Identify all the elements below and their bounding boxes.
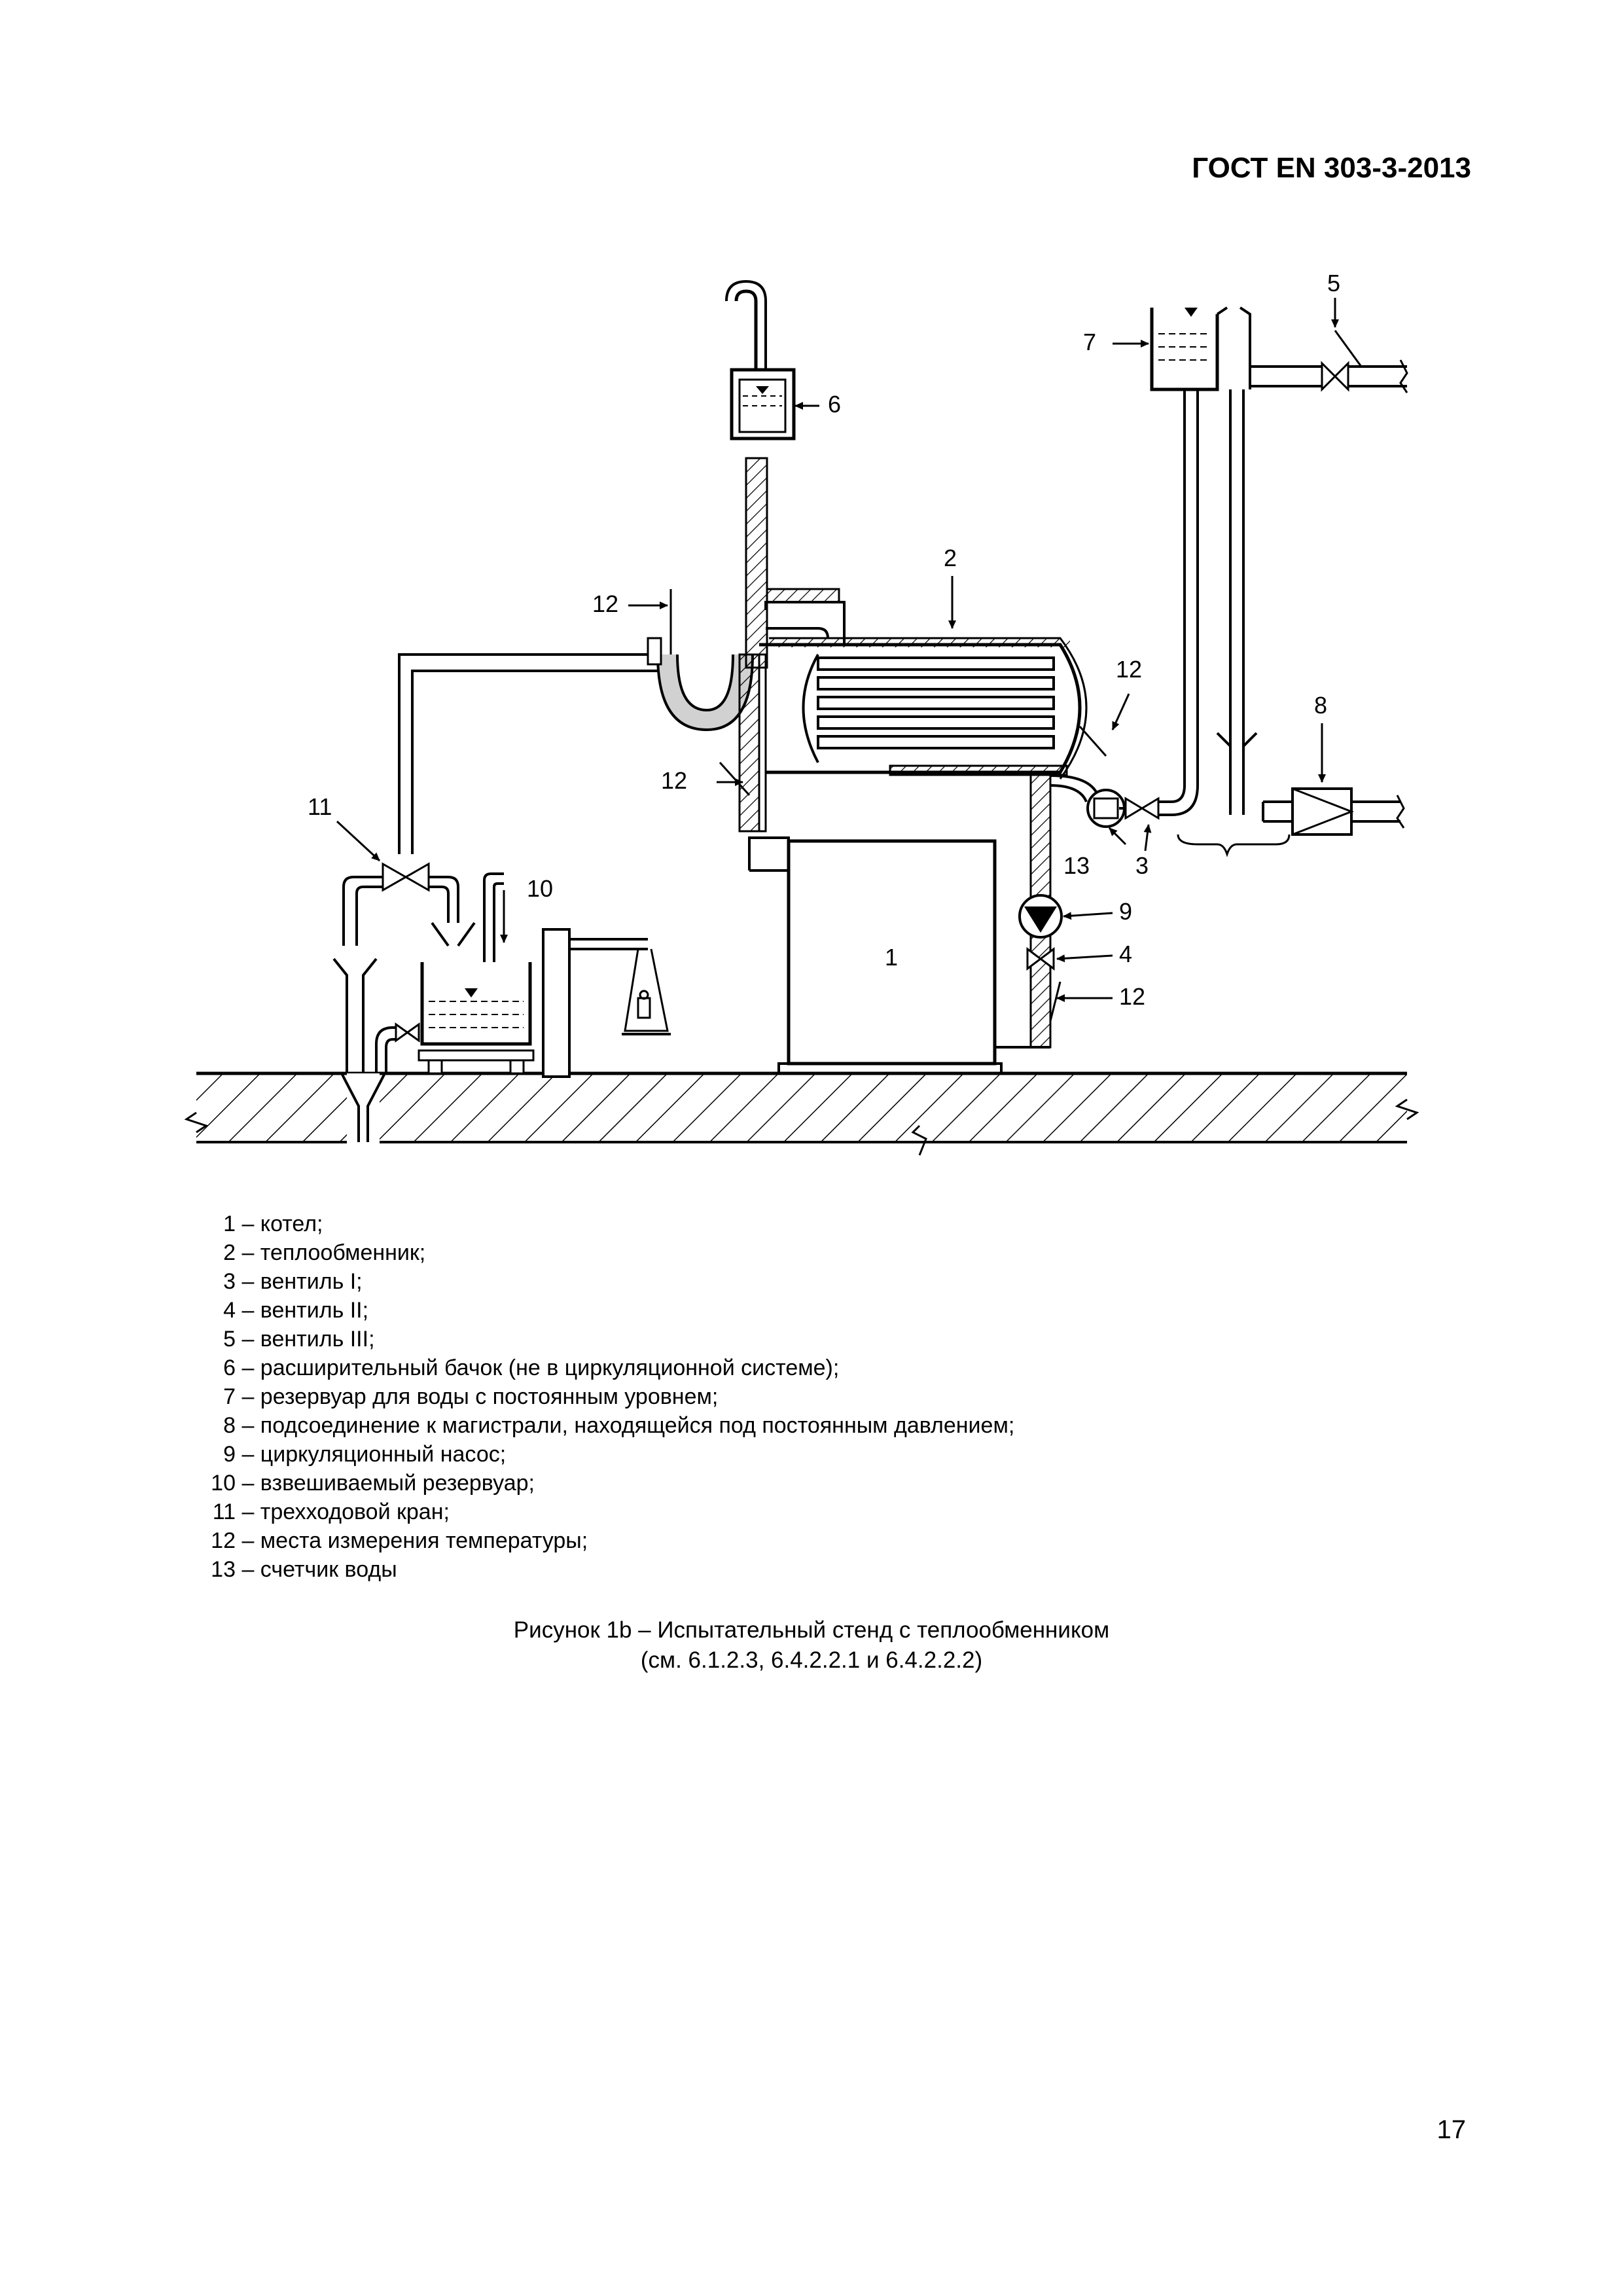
legend-item: 2 – теплообменник; [223, 1240, 426, 1265]
insulated-pipes [398, 457, 1052, 1049]
legend-item: 10 – взвешиваемый резервуар; [211, 1471, 535, 1496]
callout-8: 8 [1314, 692, 1327, 719]
callout-11: 11 [308, 793, 332, 820]
caption-references: (см. 6.1.2.3, 6.4.2.2.1 и 6.4.2.2.2) [640, 1647, 983, 1673]
legend-item: 3 – вентиль I; [223, 1269, 363, 1294]
floor [184, 1071, 1419, 1156]
legend-item: 12 – места измерения температуры; [211, 1528, 588, 1553]
constant-level-tank [1150, 306, 1408, 816]
legend-item: 6 – расширительный бачок (не в циркуляци… [223, 1355, 840, 1380]
legend: 1 – котел; 2 – теплообменник; 3 – вентил… [188, 1210, 1014, 1584]
legend-item: 11 – трехходовой кран; [212, 1499, 450, 1524]
pump-and-valve [1018, 894, 1063, 971]
callouts: 12 6 2 7 5 12 8 12 11 13 3 9 4 12 10 1 [308, 270, 1340, 1010]
legend-item: 4 – вентиль II; [223, 1298, 369, 1323]
callout-1: 1 [885, 944, 898, 971]
weighed-tank [375, 872, 671, 1078]
page-number: 17 [1436, 2115, 1467, 2144]
test-bench-diagram: 12 6 2 7 5 12 8 12 11 13 3 9 4 12 10 1 [184, 270, 1419, 1156]
callout-9: 9 [1119, 898, 1132, 925]
callout-10: 10 [527, 875, 553, 902]
mains-connection [1177, 787, 1405, 857]
callout-3: 3 [1135, 852, 1149, 879]
callout-12-left: 12 [661, 767, 687, 794]
callout-13: 13 [1063, 852, 1090, 879]
callout-2: 2 [944, 545, 957, 571]
callout-12-bottom: 12 [1119, 983, 1145, 1010]
figure-caption: Рисунок 1b – Испытательный стенд с тепло… [0, 1615, 1623, 1676]
legend-item: 13 – счетчик воды [211, 1557, 397, 1582]
callout-4: 4 [1119, 941, 1132, 967]
heat-exchanger [759, 637, 1088, 780]
legend-item: 7 – резервуар для воды с постоянным уров… [223, 1384, 719, 1409]
document-id-header: ГОСТ EN 303-3-2013 [1192, 152, 1471, 184]
expansion-tank [725, 279, 796, 440]
legend-item: 5 – вентиль III; [223, 1327, 375, 1352]
boiler [748, 836, 1003, 1075]
callout-5: 5 [1327, 270, 1340, 296]
callout-12-right: 12 [1116, 656, 1142, 683]
temperature-points [669, 589, 1107, 1022]
legend-item: 9 – циркуляционный насос; [223, 1442, 507, 1467]
legend-item: 1 – котел; [223, 1211, 323, 1236]
callout-12-top: 12 [592, 590, 618, 617]
callout-7: 7 [1083, 329, 1096, 355]
three-way-valve [332, 862, 476, 1073]
caption-title: Рисунок 1b – Испытательный стенд с тепло… [513, 1617, 1110, 1643]
callout-6: 6 [828, 391, 841, 418]
valve-and-meter [1050, 774, 1160, 828]
legend-item: 8 – подсоединение к магистрали, находяще… [223, 1413, 1015, 1438]
